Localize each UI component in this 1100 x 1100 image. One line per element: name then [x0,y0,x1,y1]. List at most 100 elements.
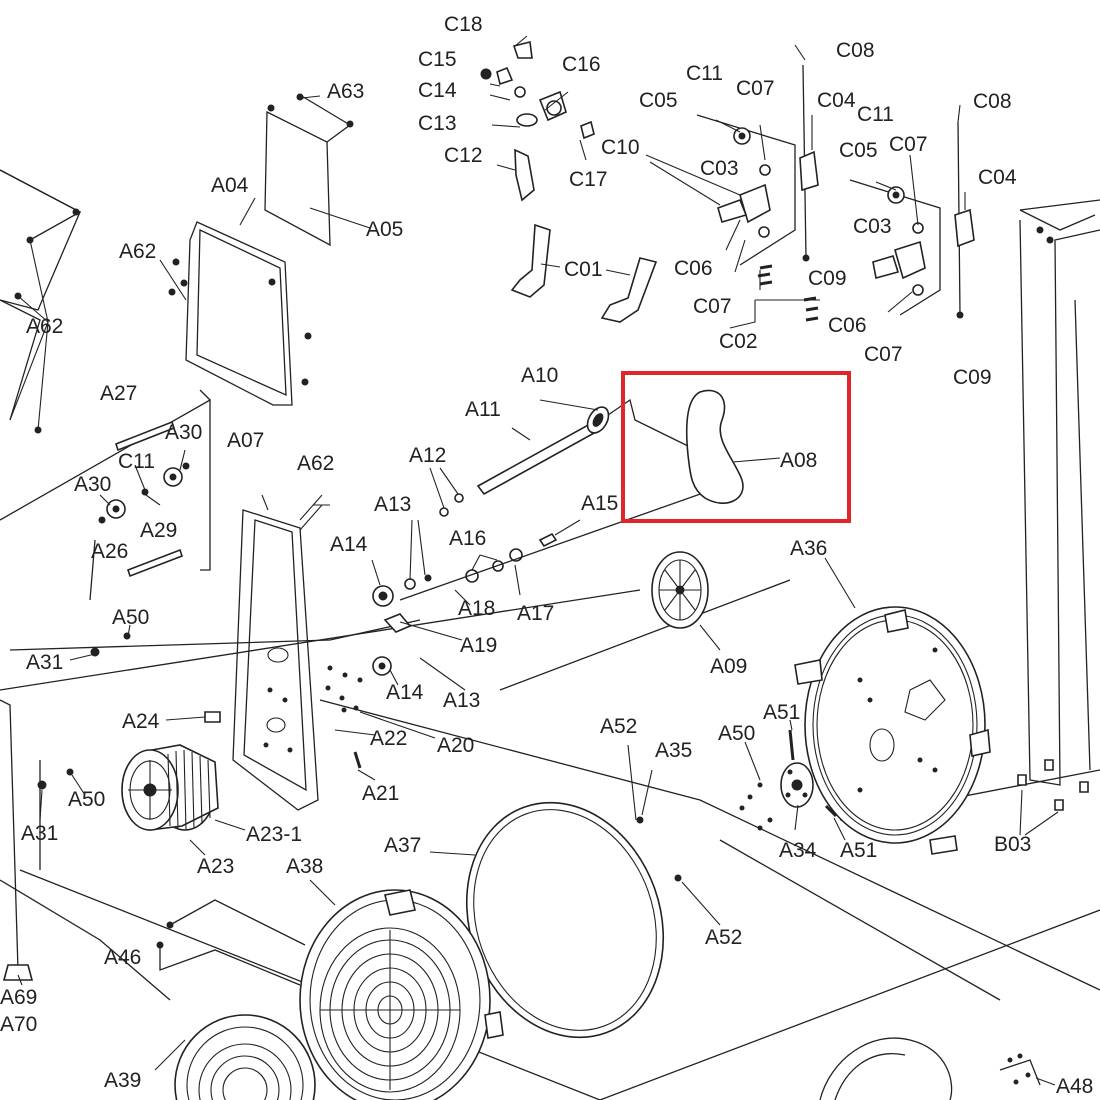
label-a18: A18 [458,597,495,620]
label-a69: A69 [0,986,37,1009]
bolts-a52 [627,744,721,926]
cover-plate-a05 [264,93,371,247]
upright-frame-a07 [232,494,330,811]
label-a23-1: A23-1 [246,823,302,846]
pulley-a09 [651,551,721,651]
label-a51-b: A51 [840,839,877,862]
label-c05-b: C05 [839,139,878,162]
label-c07-d: C07 [864,343,903,366]
label-a37: A37 [384,834,421,857]
label-a22: A22 [370,727,407,750]
drive-shaft-a11 [429,398,691,517]
label-c10: C10 [601,136,640,159]
label-a50-a: A50 [112,606,149,629]
label-c07-a: C07 [736,77,775,100]
label-a20: A20 [437,734,474,757]
label-a52-b: A52 [705,926,742,949]
main-frame-lines [0,169,1100,1100]
label-c14: C14 [418,79,457,102]
label-a05: A05 [366,218,403,241]
label-c15: C15 [418,48,457,71]
label-a16: A16 [449,527,486,550]
label-c09-a: C09 [808,267,847,290]
bolts-b03 [1017,759,1089,836]
label-a31-a: A31 [26,651,63,674]
label-a23: A23 [197,855,234,878]
label-a04: A04 [211,174,249,197]
label-c11-b: C11 [857,103,894,126]
label-a30-a: A30 [74,473,111,496]
label-a13-a: A13 [374,493,411,516]
label-a51-a: A51 [763,701,800,724]
label-c05-a: C05 [639,89,678,112]
label-c06-b: C06 [828,314,867,337]
label-c04-a: C04 [817,89,856,112]
label-a62-left: A62 [26,315,63,338]
label-a14-b: A14 [386,681,424,704]
label-a34: A34 [779,839,817,862]
label-a36: A36 [790,537,827,560]
label-c18: C18 [444,13,483,36]
label-c09-b: C09 [953,366,992,389]
label-a52-a: A52 [600,715,637,738]
label-a63: A63 [327,80,364,103]
label-a07: A07 [227,429,264,452]
label-c06-a: C06 [674,257,713,280]
label-c12: C12 [444,144,483,167]
label-c07-b: C07 [693,295,732,318]
label-c03-b: C03 [853,215,892,238]
highlight-box-a08 [621,371,851,523]
label-a15: A15 [581,492,618,515]
label-c02: C02 [719,330,758,353]
label-a38: A38 [286,855,323,878]
fan-a39 [154,1014,316,1100]
foot-a69 [2,964,34,986]
label-c17: C17 [569,168,608,191]
idler-assembly [89,389,211,601]
label-a13-b: A13 [443,689,480,712]
label-a08: A08 [780,449,817,472]
label-c03-a: C03 [700,157,739,180]
label-b03: B03 [994,833,1031,856]
left-hardware [37,624,131,821]
label-a31-b: A31 [21,822,58,845]
label-a26: A26 [91,540,128,563]
bracket-assembly-1 [645,44,820,329]
label-a29: A29 [140,519,177,542]
label-a09: A09 [710,655,747,678]
bolt-group-c02 [757,264,819,322]
label-a10: A10 [521,364,558,387]
generator-a23 [121,744,246,856]
label-a19: A19 [460,634,497,657]
label-c08-a: C08 [836,39,875,62]
housing-a04 [159,197,312,406]
hub-a34 [739,719,846,841]
part-labels: C18 C15 C14 C16 C13 C12 C17 A63 A04 A05 … [0,13,1093,1098]
label-a24: A24 [122,710,160,733]
label-c16: C16 [562,53,601,76]
label-a50-b: A50 [718,722,755,745]
bottom-covers [819,1037,1056,1100]
label-c04-b: C04 [978,166,1017,189]
label-a39: A39 [104,1069,141,1092]
bearing-group [371,479,741,691]
label-c01: C01 [564,258,603,281]
label-a17: A17 [517,602,554,625]
handle-hardware-c12-c18 [480,35,595,202]
bracket-lines-a46 [156,899,306,986]
label-c07-c: C07 [889,133,928,156]
label-a14-a: A14 [330,533,368,556]
label-c08-b: C08 [973,90,1012,113]
label-a11: A11 [465,398,501,421]
label-a70: A70 [0,1013,37,1036]
bracket-assembly-2 [849,104,975,319]
label-c11-c: C11 [118,450,155,473]
handle-arms-c01 [510,223,658,323]
label-a50-c: A50 [68,788,105,811]
label-a35: A35 [655,739,692,762]
fan-cover-a38 [299,879,504,1100]
label-a21: A21 [362,782,399,805]
side-panel-a62 [0,169,81,434]
label-a27: A27 [100,382,137,405]
